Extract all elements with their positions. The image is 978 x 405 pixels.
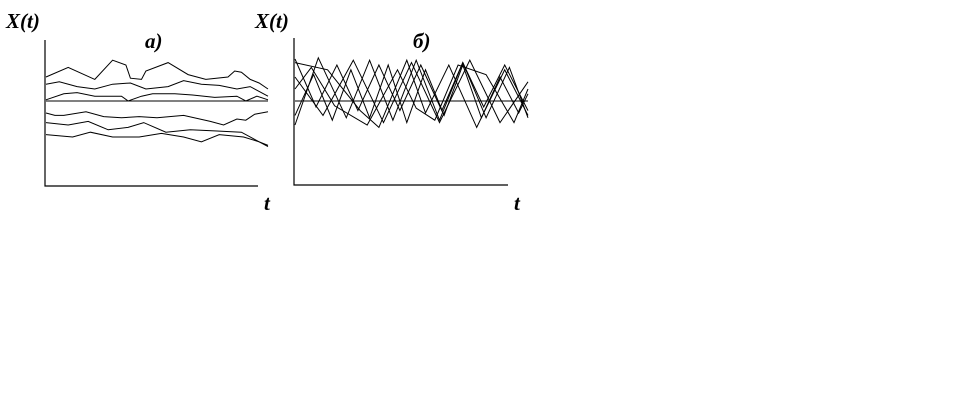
panel-a-series-2 (45, 80, 269, 97)
panel-b-axes (293, 38, 508, 186)
panel-b: X(t) б) t (254, 9, 529, 215)
panel-a-series-1 (45, 59, 269, 90)
panel-a-ylabel: X(t) (5, 9, 40, 33)
panel-b-series-2 (294, 56, 529, 126)
panel-a-traces (45, 59, 269, 148)
panel-a-label: а) (145, 29, 163, 53)
panel-a-axes (44, 40, 258, 187)
panel-b-ylabel: X(t) (254, 9, 289, 33)
panel-b-series-3 (294, 59, 529, 124)
panel-a-series-3 (45, 92, 269, 102)
panel-b-xlabel: t (514, 191, 521, 215)
panel-b-traces (294, 56, 529, 129)
panel-a-series-5 (45, 120, 269, 146)
panel-b-series-4 (294, 63, 529, 125)
panel-b-series-5 (294, 58, 529, 129)
panel-a-series-6 (45, 131, 269, 148)
panel-b-series-1 (294, 58, 529, 112)
panel-a-xlabel: t (264, 191, 271, 215)
panel-b-label: б) (413, 29, 430, 53)
panel-a: X(t) а) t (5, 9, 271, 215)
panel-b-series-6 (294, 64, 529, 126)
panel-a-series-4 (45, 111, 269, 126)
